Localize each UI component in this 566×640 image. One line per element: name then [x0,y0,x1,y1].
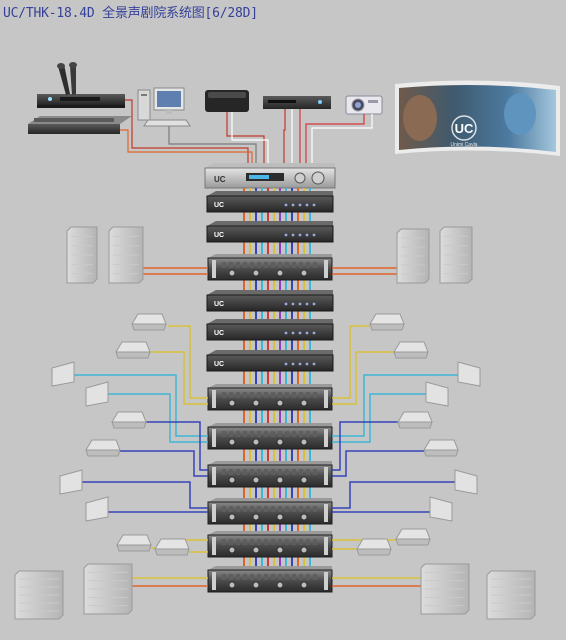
side-surround-speaker-icon [429,496,453,522]
speaker-cables [74,267,458,587]
speaker-cable [332,325,370,399]
crossover-unit: UC [206,319,334,341]
power-amplifier [207,531,333,558]
microphone-receiver [37,62,125,108]
speaker-cable [108,393,208,443]
surround-wall-speaker-icon [14,570,64,620]
ceiling-speaker-icon [369,313,405,331]
side-surround-speaker-icon [59,469,83,495]
projection-screen: UC Unimi Cavla [395,80,560,156]
ceiling-speaker-icon [85,439,121,457]
source-cables [120,99,373,166]
bluray-player [263,96,331,109]
speaker-cable [146,421,208,471]
surround-wall-speaker-icon [396,228,430,284]
ceiling-speaker-icon [395,528,431,546]
ceiling-speaker-icon [116,534,152,552]
speaker-cable [332,421,398,471]
side-surround-speaker-icon [457,361,481,387]
side-surround-speaker-icon [454,469,478,495]
ceiling-speaker-icon [115,341,151,359]
unit-brand: UC [214,232,224,239]
power-amplifier [207,423,333,450]
crossover-unit: UC [206,221,334,243]
screen-logo-subtitle: Unimi Cavla [451,142,478,148]
surround-wall-speaker-icon [486,570,536,620]
surround-wall-speaker-icon [420,563,470,615]
equipment-rack: UC UC UC UC UC [206,191,334,593]
processor-brand: UC [214,175,226,184]
ceiling-speaker-icon [154,538,190,556]
ceiling-speaker-icon [397,411,433,429]
power-amplifier [207,254,333,281]
speaker-cable [120,450,208,477]
speaker-cable [332,374,458,437]
speaker-cable [332,393,426,443]
side-surround-speaker-icon [85,381,109,407]
side-surround-speaker-icon [51,361,75,387]
side-surround-speaker-icon [425,381,449,407]
power-amplifier [207,498,333,525]
ceiling-speaker-icon [131,313,167,331]
speaker-cable [150,351,208,405]
speaker-cable [332,481,455,509]
speakers [14,226,536,620]
screen-logo: UC [455,121,474,136]
power-amplifier [207,384,333,411]
unit-brand: UC [214,202,224,209]
ceiling-speaker-icon [111,411,147,429]
speaker-cable [332,351,394,405]
surround-wall-speaker-icon [108,226,144,284]
wireless-microphone-icon [57,62,77,95]
diagram-title: UC/THK-18.4D 全景声剧院系统图[6/28D] [3,6,258,21]
speaker-cable [82,481,208,509]
crossover-unit: UC [206,191,334,213]
cinema-processor: UC [204,163,336,189]
audio-mixer [28,116,132,134]
surround-wall-speaker-icon [66,226,98,284]
desktop-computer-icon [137,87,191,127]
speaker-cable [332,450,424,477]
crossover-unit: UC [206,290,334,312]
surround-wall-speaker-icon [83,563,133,615]
surround-wall-speaker-icon [439,226,473,284]
power-amplifier [207,461,333,488]
unit-brand: UC [214,301,224,308]
unit-brand: UC [214,330,224,337]
crossover-unit: UC [206,350,334,372]
unit-brand: UC [214,361,224,368]
speaker-cable [74,374,208,437]
ceiling-speaker-icon [423,439,459,457]
speaker-cable [168,325,208,399]
ceiling-speaker-icon [393,341,429,359]
ceiling-speaker-icon [356,538,392,556]
side-surround-speaker-icon [85,496,109,522]
power-amplifier [207,566,333,593]
projector-icon [345,95,383,115]
media-player-box [205,90,249,112]
